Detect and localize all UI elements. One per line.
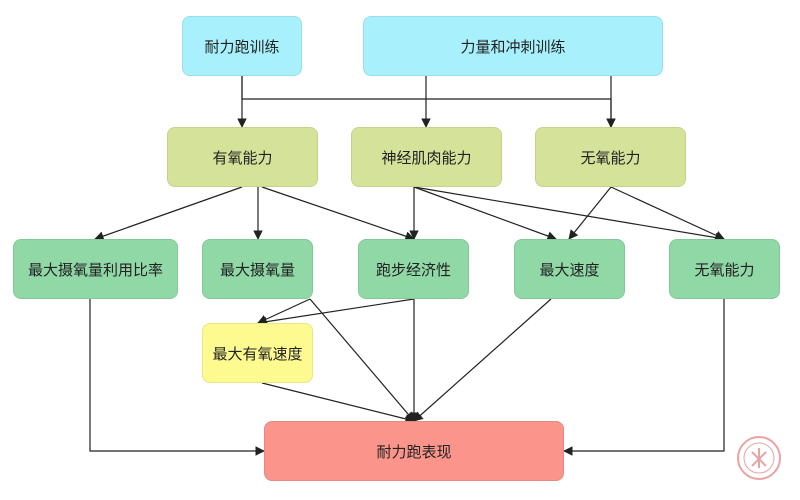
node-label: 跑步经济性	[375, 260, 451, 279]
node-label: 最大摄氧量利用比率	[27, 260, 163, 279]
node-aerobic-capacity: 有氧能力	[167, 127, 318, 187]
node-endurance-performance: 耐力跑表现	[264, 421, 564, 481]
node-label: 力量和冲刺训练	[460, 37, 566, 56]
node-label: 耐力跑训练	[204, 37, 280, 56]
watermark-seal-icon	[737, 436, 781, 480]
node-label: 最大有氧速度	[212, 344, 303, 363]
node-vvo2max: 最大有氧速度	[202, 323, 313, 383]
edge-neuromuscular_capacity-to-max_speed	[413, 186, 557, 241]
edge-anaerobic_capacity_top-to-max_speed	[568, 186, 612, 240]
node-label: 无氧能力	[580, 148, 641, 167]
edge-layer	[89, 76, 725, 456]
node-max-speed: 最大速度	[514, 239, 625, 299]
edge-aerobic_capacity-to-running_economy	[261, 186, 415, 241]
edge-vo2max-to-endurance_performance	[309, 298, 415, 422]
edge-neuromuscular_capacity-to-anaerobic_capacity_bottom	[413, 186, 725, 243]
edge-vvo2max-to-endurance_performance	[261, 382, 415, 424]
edge-max_speed-to-endurance_performance	[413, 298, 552, 422]
node-running-economy: 跑步经济性	[358, 239, 469, 299]
edge-aerobic_capacity-to-vo2max_utilization	[94, 186, 243, 241]
node-vo2max: 最大摄氧量	[202, 239, 313, 299]
node-strength-sprint-training: 力量和冲刺训练	[363, 16, 663, 76]
node-neuromuscular-capacity: 神经肌肉能力	[351, 127, 502, 187]
node-label: 最大速度	[539, 260, 600, 279]
edge-vo2max_utilization-to-endurance_performance	[89, 299, 265, 456]
node-anaerobic-capacity-bottom: 无氧能力	[669, 239, 780, 299]
node-label: 最大摄氧量	[219, 260, 295, 279]
node-label: 有氧能力	[212, 148, 273, 167]
edge-anaerobic_capacity_top-to-anaerobic_capacity_bottom	[610, 186, 725, 240]
node-label: 神经肌肉能力	[381, 148, 472, 167]
edge-running_economy-to-vvo2max	[257, 298, 415, 327]
node-vo2max-utilization: 最大摄氧量利用比率	[13, 239, 178, 299]
node-label: 耐力跑表现	[376, 442, 452, 461]
edge-anaerobic_capacity_bottom-to-endurance_performance	[563, 299, 725, 456]
node-label: 无氧能力	[694, 260, 755, 279]
node-endurance-training: 耐力跑训练	[182, 16, 302, 76]
node-anaerobic-capacity-top: 无氧能力	[535, 127, 686, 187]
